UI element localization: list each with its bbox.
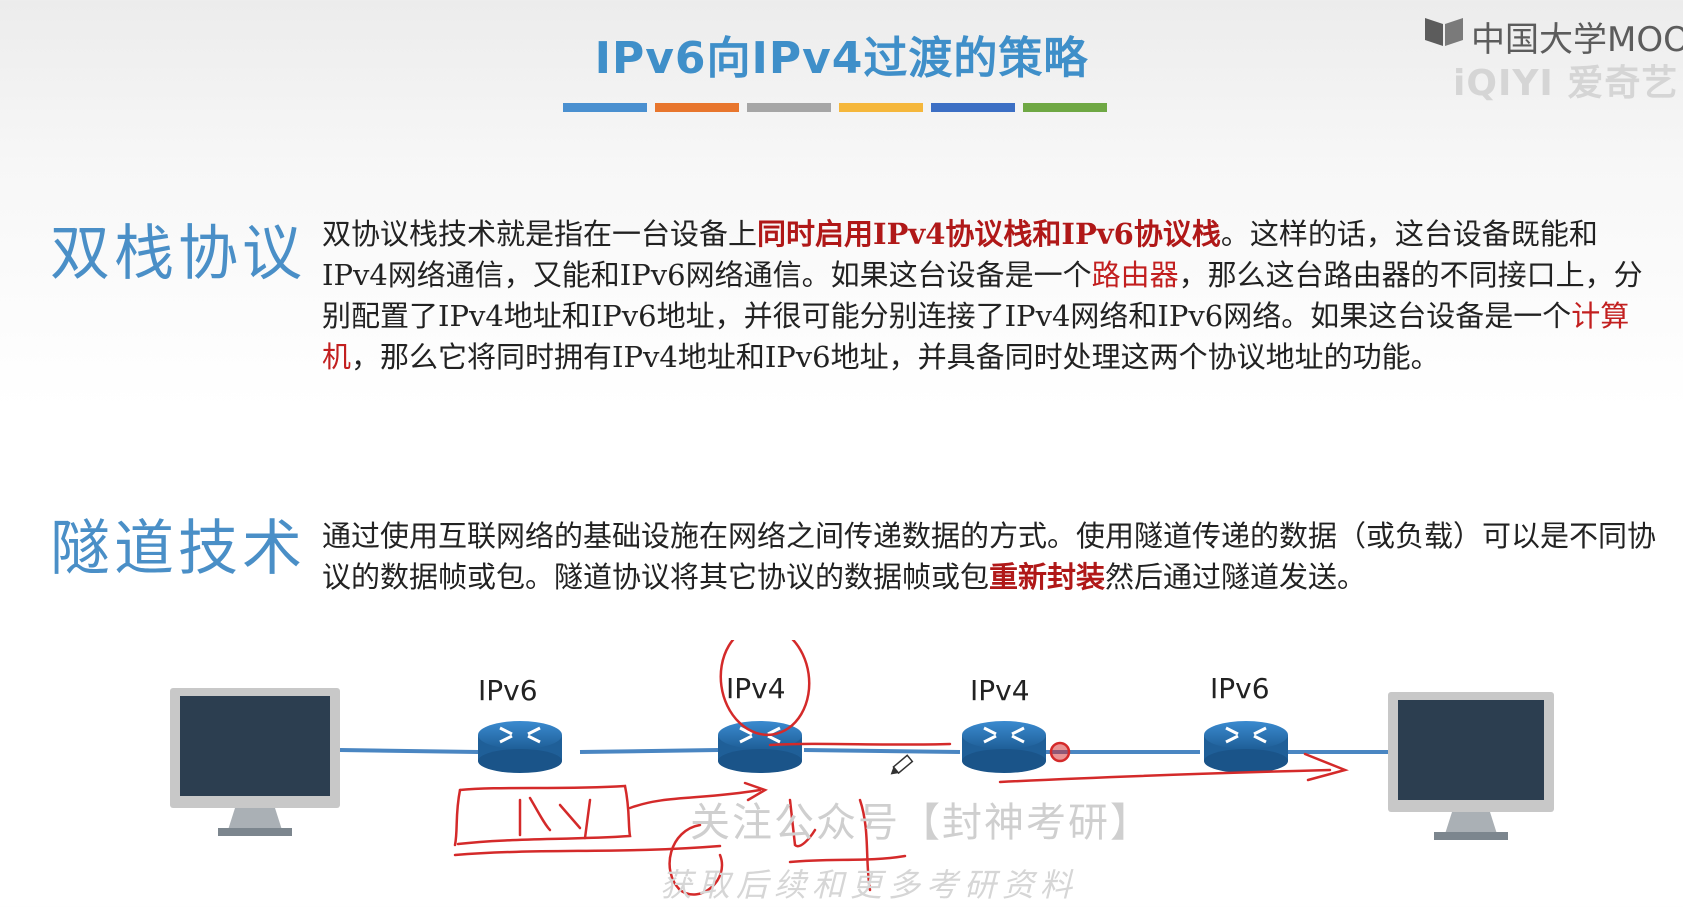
pencil-cursor-icon bbox=[890, 754, 914, 775]
right-computer-icon bbox=[1388, 692, 1554, 840]
title-underline-darkblue bbox=[931, 103, 1015, 112]
title-underline-green bbox=[1023, 103, 1107, 112]
mooc-book-icon bbox=[1425, 18, 1463, 46]
link-router2-router3 bbox=[803, 748, 961, 754]
tunnel-text-1: 通过使用互联网络的基础设施在网络之间传递数据的方式。使用隧道传递的数据（或负载）… bbox=[322, 519, 1657, 594]
router-label-3: IPv4 bbox=[970, 674, 1030, 707]
tunnel-highlight-reencapsulate: 重新封装 bbox=[989, 560, 1106, 594]
tunnel-network-diagram: IPv6 IPv4 IPv4 IPv6 bbox=[170, 640, 1554, 896]
dual-stack-heading: 双栈协议 bbox=[50, 219, 306, 289]
title-underline-orange bbox=[655, 103, 739, 112]
mooc-iqiyi-watermark: 中国大学MOOC iQIYI 爱奇艺 bbox=[1423, 12, 1683, 104]
tunnel-paragraph: 通过使用互联网络的基础设施在网络之间传递数据的方式。使用隧道传递的数据（或负载）… bbox=[322, 516, 1662, 598]
handwritten-annotations bbox=[453, 640, 1349, 896]
router-icon-4 bbox=[1204, 721, 1288, 773]
router-label-4: IPv6 bbox=[1210, 672, 1270, 705]
router-label-1: IPv6 bbox=[478, 674, 538, 707]
title-underline-gray bbox=[747, 103, 831, 112]
dual-stack-text-4: ，那么它将同时拥有IPv4地址和IPv6地址，并具备同时处理这两个协议地址的功能… bbox=[351, 340, 1440, 374]
dual-stack-text-3: ，那么这台路由器的不同接口上，分别配置了IPv4地址和IPv6地址，并很可能分别… bbox=[322, 258, 1643, 333]
dual-stack-text-1: 双协议栈技术就是指在一台设备上 bbox=[322, 217, 758, 251]
dual-stack-highlight-1: 同时启用IPv4协议栈和IPv6协议栈 bbox=[757, 217, 1221, 251]
link-router1-router2 bbox=[579, 748, 719, 754]
mooc-watermark-text: 中国大学MOOC bbox=[1471, 20, 1683, 60]
dual-stack-text-2: 。这样的话，这台设备既能和IPv4网络通信，又能和IPv6网络通信。如果这台设备… bbox=[322, 217, 1598, 292]
iqiyi-watermark-text: iQIYI 爱奇艺 bbox=[1453, 63, 1679, 104]
dual-stack-paragraph: 双协议栈技术就是指在一台设备上同时启用IPv4协议栈和IPv6协议栈。这样的话，… bbox=[322, 214, 1662, 378]
link-pc-router1 bbox=[339, 748, 479, 754]
router-label-2: IPv4 bbox=[726, 672, 786, 705]
tunnel-heading: 隧道技术 bbox=[50, 514, 306, 584]
left-computer-icon bbox=[170, 688, 340, 836]
dual-stack-highlight-computer: 计算机 bbox=[322, 299, 1630, 374]
router-icon-3 bbox=[962, 721, 1046, 773]
footer-watermark-line2: 获取后续和更多考研资料 bbox=[660, 866, 1079, 904]
slide-title: IPv6向IPv4过渡的策略 bbox=[594, 33, 1089, 84]
dual-stack-highlight-router: 路由器 bbox=[1091, 258, 1179, 292]
router-icon-2 bbox=[718, 721, 802, 773]
tunnel-text-2: 然后通过隧道发送。 bbox=[1105, 560, 1367, 594]
title-underline-blue bbox=[563, 103, 647, 112]
title-underline-yellow bbox=[839, 103, 923, 112]
router-icon-1 bbox=[478, 721, 562, 773]
footer-watermark-line1: 关注公众号【封神考研】 bbox=[690, 800, 1152, 846]
